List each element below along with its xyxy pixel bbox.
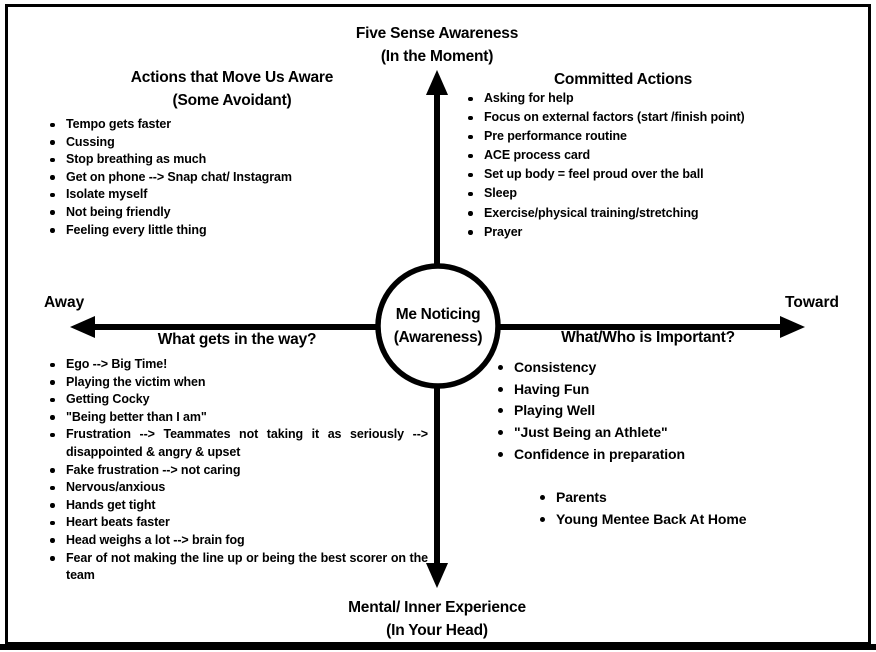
- list-item: Hands get tight: [42, 497, 428, 515]
- list-item: Young Mentee Back At Home: [532, 509, 832, 531]
- list-item: Cussing: [42, 134, 424, 152]
- list-item: Heart beats faster: [42, 514, 428, 532]
- list-item: Nervous/anxious: [42, 479, 428, 497]
- list-item: Get on phone --> Snap chat/ Instagram: [42, 169, 424, 187]
- list-item: Playing Well: [490, 400, 820, 422]
- bottom-right-heading: What/Who is Important?: [561, 329, 735, 346]
- list-item: Consistency: [490, 357, 820, 379]
- bottom-axis-title: Mental/ Inner Experience (In Your Head): [287, 596, 587, 642]
- list-item: Fake frustration --> not caring: [42, 462, 428, 480]
- list-item: Focus on external factors (start /finish…: [460, 109, 818, 127]
- list-item: "Just Being an Athlete": [490, 422, 820, 444]
- top-right-list: Asking for help Focus on external factor…: [460, 90, 818, 243]
- list-item: Stop breathing as much: [42, 151, 424, 169]
- list-item: Set up body = feel proud over the ball: [460, 166, 818, 184]
- bottom-axis-title-line2: (In Your Head): [386, 622, 488, 639]
- list-item: ACE process card: [460, 147, 818, 165]
- list-item: Head weighs a lot --> brain fog: [42, 532, 428, 550]
- bottom-right-sub-list: Parents Young Mentee Back At Home: [532, 487, 832, 530]
- list-item: Having Fun: [490, 379, 820, 401]
- list-item: Isolate myself: [42, 186, 424, 204]
- top-right-heading: Committed Actions: [553, 71, 693, 88]
- top-left-heading-line1: Actions that Move Us Aware: [130, 69, 334, 86]
- list-item: Fear of not making the line up or being …: [42, 550, 428, 585]
- list-item: Confidence in preparation: [490, 444, 820, 466]
- list-item: Prayer: [460, 224, 818, 242]
- top-axis-title: Five Sense Awareness (In the Moment): [287, 22, 587, 68]
- top-left-list: Tempo gets faster Cussing Stop breathing…: [42, 116, 424, 239]
- axis-label-away: Away: [44, 294, 85, 311]
- center-circle-label: Me Noticing (Awareness): [378, 303, 498, 349]
- bottom-right-list: Consistency Having Fun Playing Well "Jus…: [490, 357, 820, 466]
- bottom-axis-title-line1: Mental/ Inner Experience: [348, 599, 526, 616]
- top-left-heading-line2: (Some Avoidant): [172, 92, 292, 109]
- list-item: Pre performance routine: [460, 128, 818, 146]
- list-item: Parents: [532, 487, 832, 509]
- list-item: Getting Cocky: [42, 391, 428, 409]
- list-item: Sleep: [460, 185, 818, 203]
- list-item: Asking for help: [460, 90, 818, 108]
- list-item: Playing the victim when: [42, 374, 428, 392]
- center-circle: [375, 263, 501, 389]
- center-circle-label-line2: (Awareness): [393, 329, 483, 346]
- list-item: Ego --> Big Time!: [42, 356, 428, 374]
- bottom-edge-bar: [0, 644, 876, 650]
- bottom-left-list: Ego --> Big Time! Playing the victim whe…: [42, 356, 428, 585]
- top-left-heading: Actions that Move Us Aware (Some Avoidan…: [82, 66, 382, 112]
- list-item: "Being better than I am": [42, 409, 428, 427]
- list-item: Tempo gets faster: [42, 116, 424, 134]
- top-axis-title-line1: Five Sense Awareness: [355, 25, 519, 42]
- list-item: Frustration --> Teammates not taking it …: [42, 426, 428, 461]
- bottom-left-heading: What gets in the way?: [157, 331, 317, 348]
- top-axis-title-line2: (In the Moment): [380, 48, 494, 65]
- list-item: Not being friendly: [42, 204, 424, 222]
- center-circle-label-line1: Me Noticing: [395, 306, 481, 323]
- list-item: Exercise/physical training/stretching: [460, 205, 818, 223]
- list-item: Feeling every little thing: [42, 222, 424, 240]
- axis-label-toward: Toward: [785, 294, 839, 311]
